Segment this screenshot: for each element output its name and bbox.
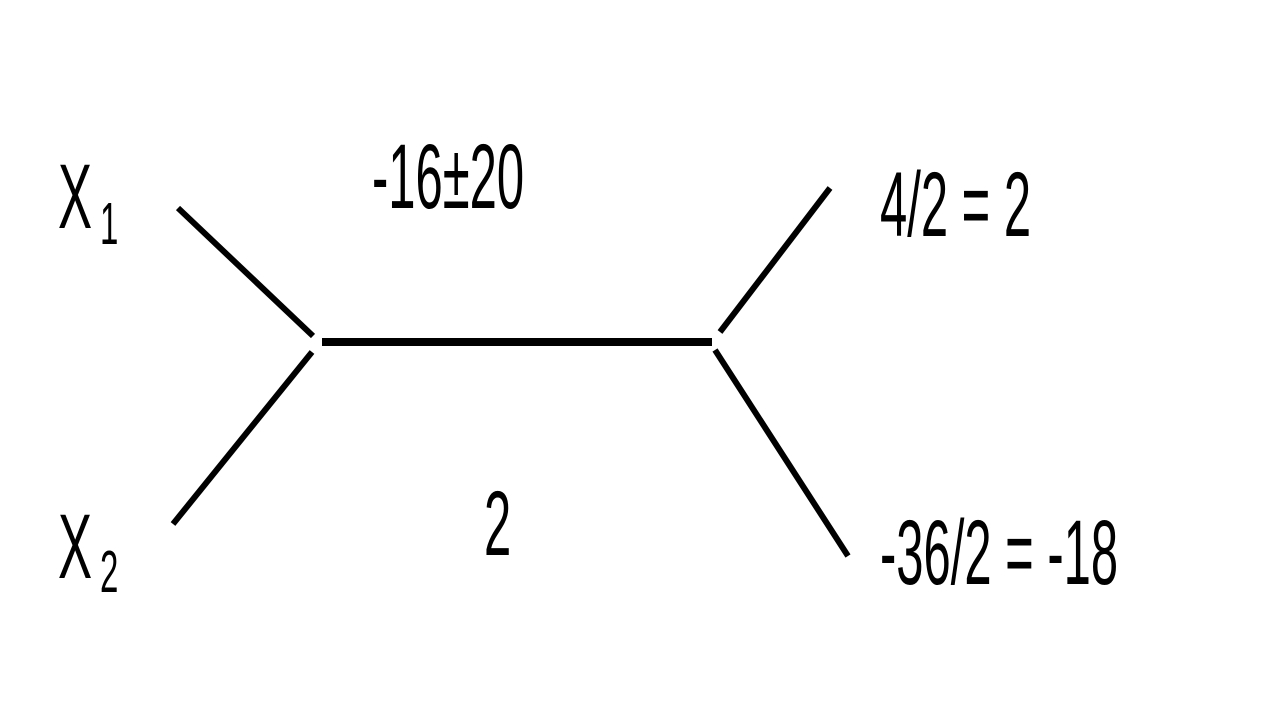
branch-line-x1	[175, 205, 316, 339]
branch-line-result1	[717, 186, 833, 334]
branch-line-result2	[712, 348, 851, 558]
x1-label: X	[58, 145, 92, 248]
x2-label: X	[58, 495, 92, 598]
result-x2: -36/2 = -18	[880, 500, 1118, 604]
x1-subscript: 1	[100, 192, 118, 258]
numerator-expression: -16±20	[372, 124, 524, 228]
denominator-value: 2	[484, 471, 511, 575]
branch-line-x2	[170, 350, 315, 526]
result-x1: 4/2 = 2	[880, 152, 1031, 256]
x2-subscript: 2	[100, 540, 118, 606]
